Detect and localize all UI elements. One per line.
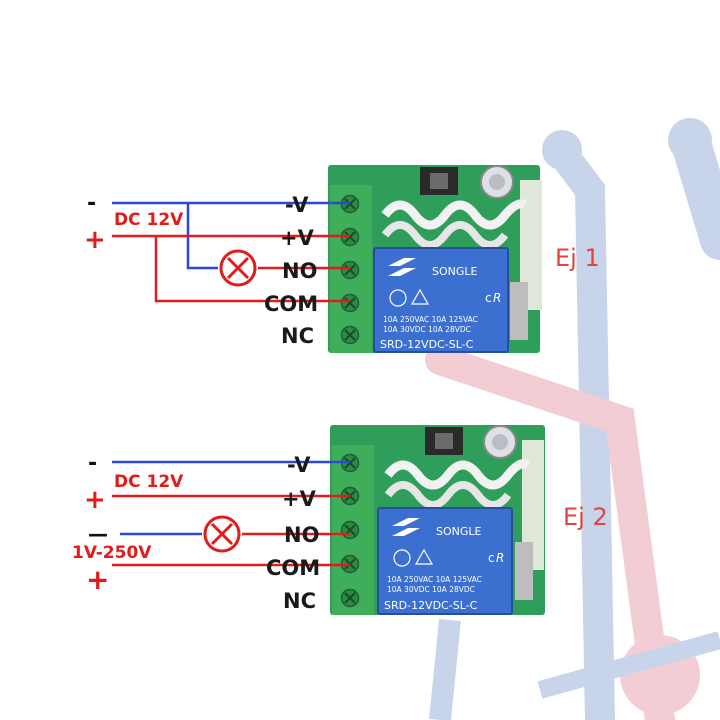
relay-spec-line-1-2: 10A 250VAC 10A 125VAC — [387, 575, 482, 584]
pin-label-nc: NC — [281, 324, 314, 348]
wires-2 — [112, 460, 350, 567]
plus-sign: + — [84, 225, 106, 255]
wires-1 — [112, 201, 350, 303]
minus-sign: - — [87, 191, 96, 216]
relay-spec-line-1: 10A 250VAC 10A 125VAC — [383, 315, 478, 324]
load-minus-sign: — — [88, 522, 108, 546]
relay-module-1: SONGLE c R 10A 250VAC 10A 125VAC 10A 30V… — [328, 165, 542, 353]
pin-label-no: NO — [282, 259, 317, 283]
relay-brand: SONGLE — [432, 265, 478, 278]
pin-label-com-2: COM — [266, 556, 320, 580]
supply-label: DC 12V — [114, 210, 184, 230]
pin-label-plus-v-2: +V — [282, 487, 317, 511]
labels-1: - + DC 12V -V +V NO COM NC Ej 1 — [84, 191, 600, 348]
example-tag-1: Ej 1 — [555, 244, 600, 272]
relay-module-2: SONGLE c R 10A 250VAC 10A 125VAC 10A 30V… — [330, 425, 545, 615]
pin-label-com: COM — [264, 292, 318, 316]
relay-brand-2: SONGLE — [436, 525, 482, 538]
relay-model: SRD-12VDC-SL-C — [380, 338, 474, 351]
pin-label-minus-v: -V — [285, 193, 309, 217]
supply-label-2: DC 12V — [114, 472, 184, 492]
svg-text:c: c — [485, 291, 492, 305]
relay-logo-icon — [388, 258, 416, 276]
plus-sign-2: + — [84, 485, 106, 515]
svg-text:R: R — [493, 291, 501, 305]
example-tag-2: Ej 2 — [563, 503, 608, 531]
lamp-icon-2 — [203, 515, 241, 553]
relay-spec-line-2-2: 10A 30VDC 10A 28VDC — [387, 585, 475, 594]
load-plus-sign: + — [86, 563, 109, 596]
minus-sign-2: - — [88, 451, 97, 476]
background-watermark — [425, 118, 720, 720]
lamp-icon — [219, 249, 257, 287]
pin-label-plus-v: +V — [280, 226, 315, 250]
svg-text:R: R — [496, 551, 504, 565]
svg-text:c: c — [488, 551, 495, 565]
relay-spec-line-2: 10A 30VDC 10A 28VDC — [383, 325, 471, 334]
pin-label-minus-v-2: -V — [287, 453, 311, 477]
labels-2: - + DC 12V — 1V-250V + -V +V NO COM NC E… — [72, 451, 608, 613]
relay-logo-icon-2 — [392, 518, 420, 536]
load-supply-label: 1V-250V — [72, 543, 152, 563]
pin-label-no-2: NO — [284, 523, 319, 547]
pin-label-nc-2: NC — [283, 589, 316, 613]
relay-model-2: SRD-12VDC-SL-C — [384, 599, 478, 612]
